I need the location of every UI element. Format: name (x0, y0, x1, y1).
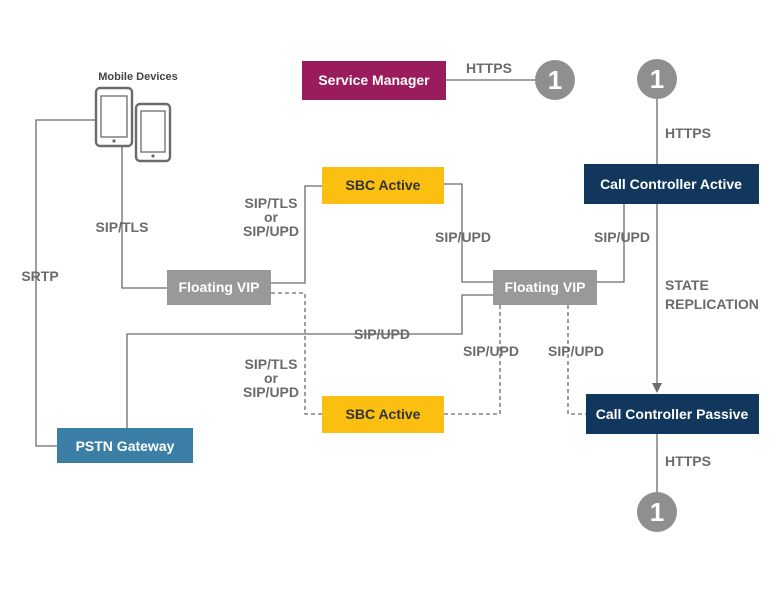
edge-vip-left-to-sbc-bottom (271, 292, 322, 415)
edge-label-https-cc-active: HTTPS (665, 125, 711, 141)
mobile-phone-icon (94, 86, 134, 148)
edge-label-https-cc-passive: HTTPS (665, 453, 711, 469)
sbc-active-bottom-node[interactable]: SBC Active (322, 396, 444, 433)
floating-vip-right-label: Floating VIP (505, 279, 586, 295)
pstn-gateway-node[interactable]: PSTN Gateway (57, 428, 193, 463)
pstn-gateway-label: PSTN Gateway (76, 438, 175, 454)
connector-circle-top-right: 1 (637, 59, 677, 99)
edge-label-sip-tls-mobile: SIP/TLS (96, 219, 149, 235)
edge-vip-right-to-cc-passive (567, 305, 586, 415)
edge-sbc-bottom-to-vip-right (444, 305, 501, 415)
floating-vip-right-node[interactable]: Floating VIP (493, 270, 597, 305)
call-controller-passive-node[interactable]: Call Controller Passive (586, 394, 759, 434)
edge-vip-right-to-cc-active (597, 204, 625, 283)
mobile-phone-icon (134, 102, 172, 163)
edge-label-https-service-manager: HTTPS (466, 60, 512, 76)
edge-label-sip-upd-pstn: SIP/UPD (354, 326, 410, 342)
edge-label-replication: REPLICATION (665, 296, 759, 312)
edge-label-or-bottom: or (264, 370, 279, 386)
edge-label-sip-upd-cc-passive: SIP/UPD (548, 343, 604, 359)
edge-mobile-to-pstn-srtp (35, 119, 96, 447)
sbc-active-top-label: SBC Active (346, 177, 421, 193)
connector-number: 1 (650, 64, 664, 94)
edge-label-sip-upd-top: SIP/UPD (243, 223, 299, 239)
connector-circle-top-middle: 1 (535, 60, 575, 100)
mobile-devices-label: Mobile Devices (98, 71, 177, 83)
floating-vip-left-label: Floating VIP (179, 279, 260, 295)
edge-label-state: STATE (665, 277, 709, 293)
call-controller-active-label: Call Controller Active (600, 176, 742, 192)
call-controller-passive-label: Call Controller Passive (596, 406, 749, 422)
edge-label-srtp: SRTP (21, 268, 58, 284)
edge-label-sip-tls-top: SIP/TLS (245, 195, 298, 211)
sbc-active-top-node[interactable]: SBC Active (322, 167, 444, 204)
edge-label-sip-upd-bottom: SIP/UPD (243, 384, 299, 400)
edge-vip-left-to-sbc-top (271, 185, 322, 284)
service-manager-label: Service Manager (318, 72, 430, 88)
service-manager-node[interactable]: Service Manager (302, 61, 446, 100)
connector-circle-bottom-right: 1 (637, 492, 677, 532)
connector-number: 1 (650, 497, 664, 527)
call-controller-active-node[interactable]: Call Controller Active (584, 164, 759, 204)
sbc-active-bottom-label: SBC Active (346, 406, 421, 422)
edge-sbc-top-to-vip-right (444, 183, 493, 283)
edge-label-sip-tls-bottom: SIP/TLS (245, 356, 298, 372)
edge-mobile-to-vip-left (121, 147, 167, 289)
floating-vip-left-node[interactable]: Floating VIP (167, 270, 271, 305)
edge-label-sip-upd-cc-active: SIP/UPD (594, 229, 650, 245)
connector-number: 1 (548, 65, 562, 95)
edge-vip-right-to-pstn (126, 294, 493, 428)
edge-label-sip-upd-sbc-bottom: SIP/UPD (463, 343, 519, 359)
edge-label-sip-upd-sbc-top: SIP/UPD (435, 229, 491, 245)
edge-label-or-top: or (264, 209, 279, 225)
